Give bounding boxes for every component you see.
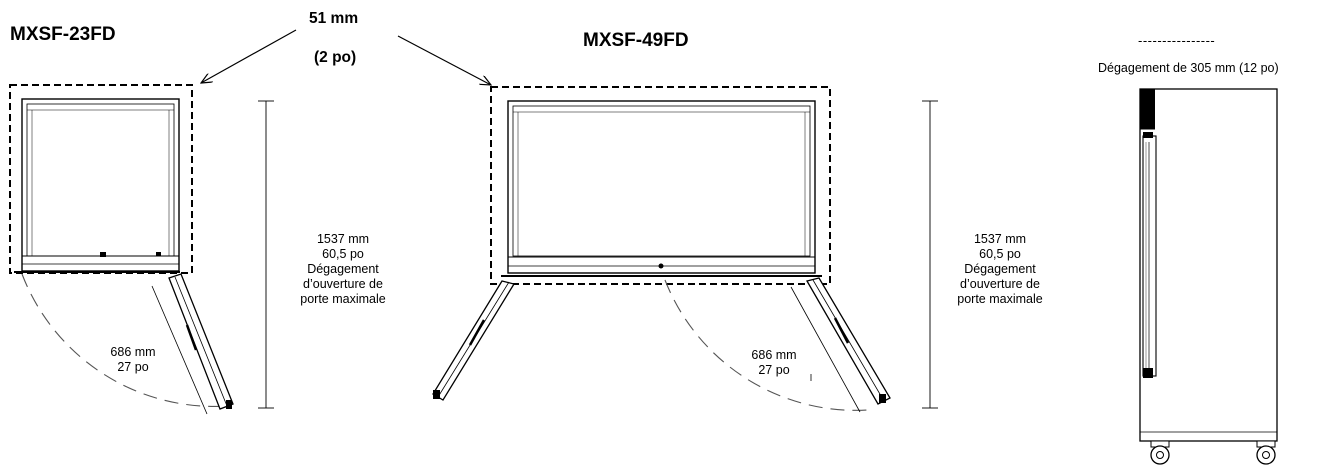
side-view-unit (1139, 88, 1278, 465)
unit-left (9, 84, 234, 415)
height-dimension-center (922, 100, 938, 409)
height-label-center-text2: d’ouverture de (960, 277, 1040, 291)
door-label-center-in: 27 po (758, 363, 790, 377)
door-label-left-in: 27 po (117, 360, 149, 374)
door-dimension-line-center (790, 286, 861, 413)
door-label-left-mm: 686 mm (110, 345, 156, 359)
clearance-label-in: (2 po) (314, 49, 357, 66)
door-label-center: 686 mm 27 po (742, 348, 806, 378)
door-swing-arc-center (664, 279, 869, 411)
cabinet-outline-left (21, 98, 180, 272)
model-title-center: MXSF-49FD (583, 30, 689, 51)
height-label-center-text1: Dégagement (964, 262, 1036, 276)
model-title-left: MXSF-23FD (10, 24, 116, 45)
clearance-arrow-left (201, 29, 297, 83)
height-label-left-text1: Dégagement (307, 262, 379, 276)
unit-center (432, 86, 891, 413)
height-label-center: 1537 mm 60,5 po Dégagement d’ouverture d… (957, 232, 1043, 307)
height-dimension-left (258, 100, 274, 409)
side-view-door (1142, 135, 1157, 377)
height-label-left: 1537 mm 60,5 po Dégagement d’ouverture d… (300, 232, 386, 307)
height-label-left-text3: porte maximale (300, 292, 386, 306)
door-label-left: 686 mm 27 po (101, 345, 165, 375)
side-view-cabinet (1139, 88, 1278, 442)
door-dimension-line-left (151, 285, 208, 415)
cabinet-interior-center (512, 105, 811, 257)
door-label-center-mm: 686 mm (751, 348, 797, 362)
side-view-dash-line: ---------------- (1138, 33, 1216, 48)
clearance-label-mm: 51 mm (309, 10, 359, 27)
clearance-box-left (9, 84, 193, 274)
height-label-left-mm: 1537 mm (316, 232, 370, 246)
cabinet-outline-center (507, 100, 816, 274)
door-swing-arc-left (21, 273, 229, 407)
height-label-center-text3: porte maximale (957, 292, 1043, 306)
caster-right (1256, 445, 1276, 465)
caster-left (1150, 445, 1170, 465)
clearance-arrow-right (397, 35, 491, 85)
height-label-left-text2: d’ouverture de (303, 277, 383, 291)
side-view-top-block (1140, 89, 1155, 129)
side-view-clearance-text: Dégagement de 305 mm (12 po) (1098, 61, 1279, 75)
height-label-center-mm: 1537 mm (973, 232, 1027, 246)
height-label-left-in: 60,5 po (322, 247, 364, 261)
height-label-center-in: 60,5 po (979, 247, 1021, 261)
clearance-box-center (490, 86, 831, 285)
